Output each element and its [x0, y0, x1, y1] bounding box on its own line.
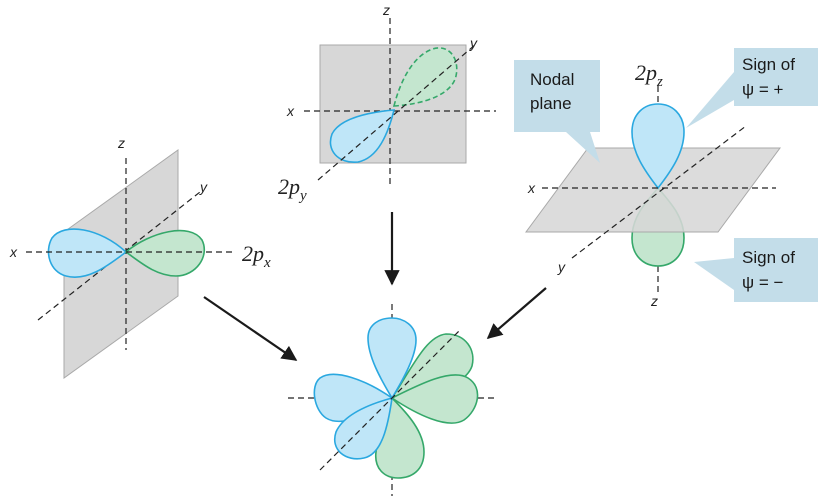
- callout-pointer: [686, 72, 734, 128]
- axis-label-y: y: [469, 35, 478, 51]
- lobe-positive-x: [124, 229, 205, 277]
- lobe-negative-y: [333, 396, 393, 460]
- lobe-positive-x: [390, 374, 479, 424]
- callout-pointer: [694, 258, 734, 290]
- orbital-2py: z y x 2py: [278, 2, 496, 204]
- callout-line-2: plane: [530, 94, 572, 113]
- lobe-negative-x: [47, 228, 128, 278]
- orbital-2px: z y x 2px: [9, 135, 271, 379]
- y-axis: [319, 329, 461, 471]
- xy-plane: [525, 147, 781, 233]
- lobe-negative-y: [329, 109, 396, 163]
- arrow-from-2pz: [486, 287, 547, 340]
- callout-box: [514, 60, 600, 132]
- callout-box: [734, 48, 818, 106]
- axis-label-z: z: [117, 135, 125, 151]
- axis-label-z: z: [650, 293, 658, 309]
- axis-label-x: x: [527, 180, 536, 196]
- arrow-from-2px: [203, 296, 298, 361]
- callout-line-1: Sign of: [742, 248, 795, 267]
- y-axis: [317, 43, 477, 181]
- lobe-positive-y: [392, 47, 458, 107]
- callout-nodal-plane: Nodal plane: [514, 60, 600, 163]
- yz-plane: [63, 149, 179, 379]
- lobe-positive-z: [367, 317, 417, 400]
- callout-line-2: ψ = −: [742, 273, 783, 292]
- callout-pointer: [566, 132, 600, 163]
- lobe-positive-z: [631, 103, 685, 190]
- callout-line-2: ψ = +: [742, 80, 783, 99]
- axis-label-x: x: [9, 244, 18, 260]
- orbital-2pz: x y z 2pz: [525, 60, 781, 309]
- callout-line-1: Nodal: [530, 70, 574, 89]
- orbital-label: 2pz: [635, 60, 663, 90]
- y-axis: [571, 125, 747, 259]
- callout-line-1: Sign of: [742, 55, 795, 74]
- orbital-label: 2py: [278, 174, 307, 204]
- callout-sign-positive: Sign of ψ = +: [686, 48, 818, 128]
- orbital-label: 2px: [242, 241, 271, 271]
- callout-box: [734, 238, 818, 302]
- axis-label-y: y: [199, 179, 208, 195]
- axis-label-x: x: [286, 103, 295, 119]
- axis-label-z: z: [382, 2, 390, 18]
- combined-orbitals: [288, 304, 496, 496]
- axis-label-y: y: [557, 259, 566, 275]
- callout-sign-negative: Sign of ψ = −: [694, 238, 818, 302]
